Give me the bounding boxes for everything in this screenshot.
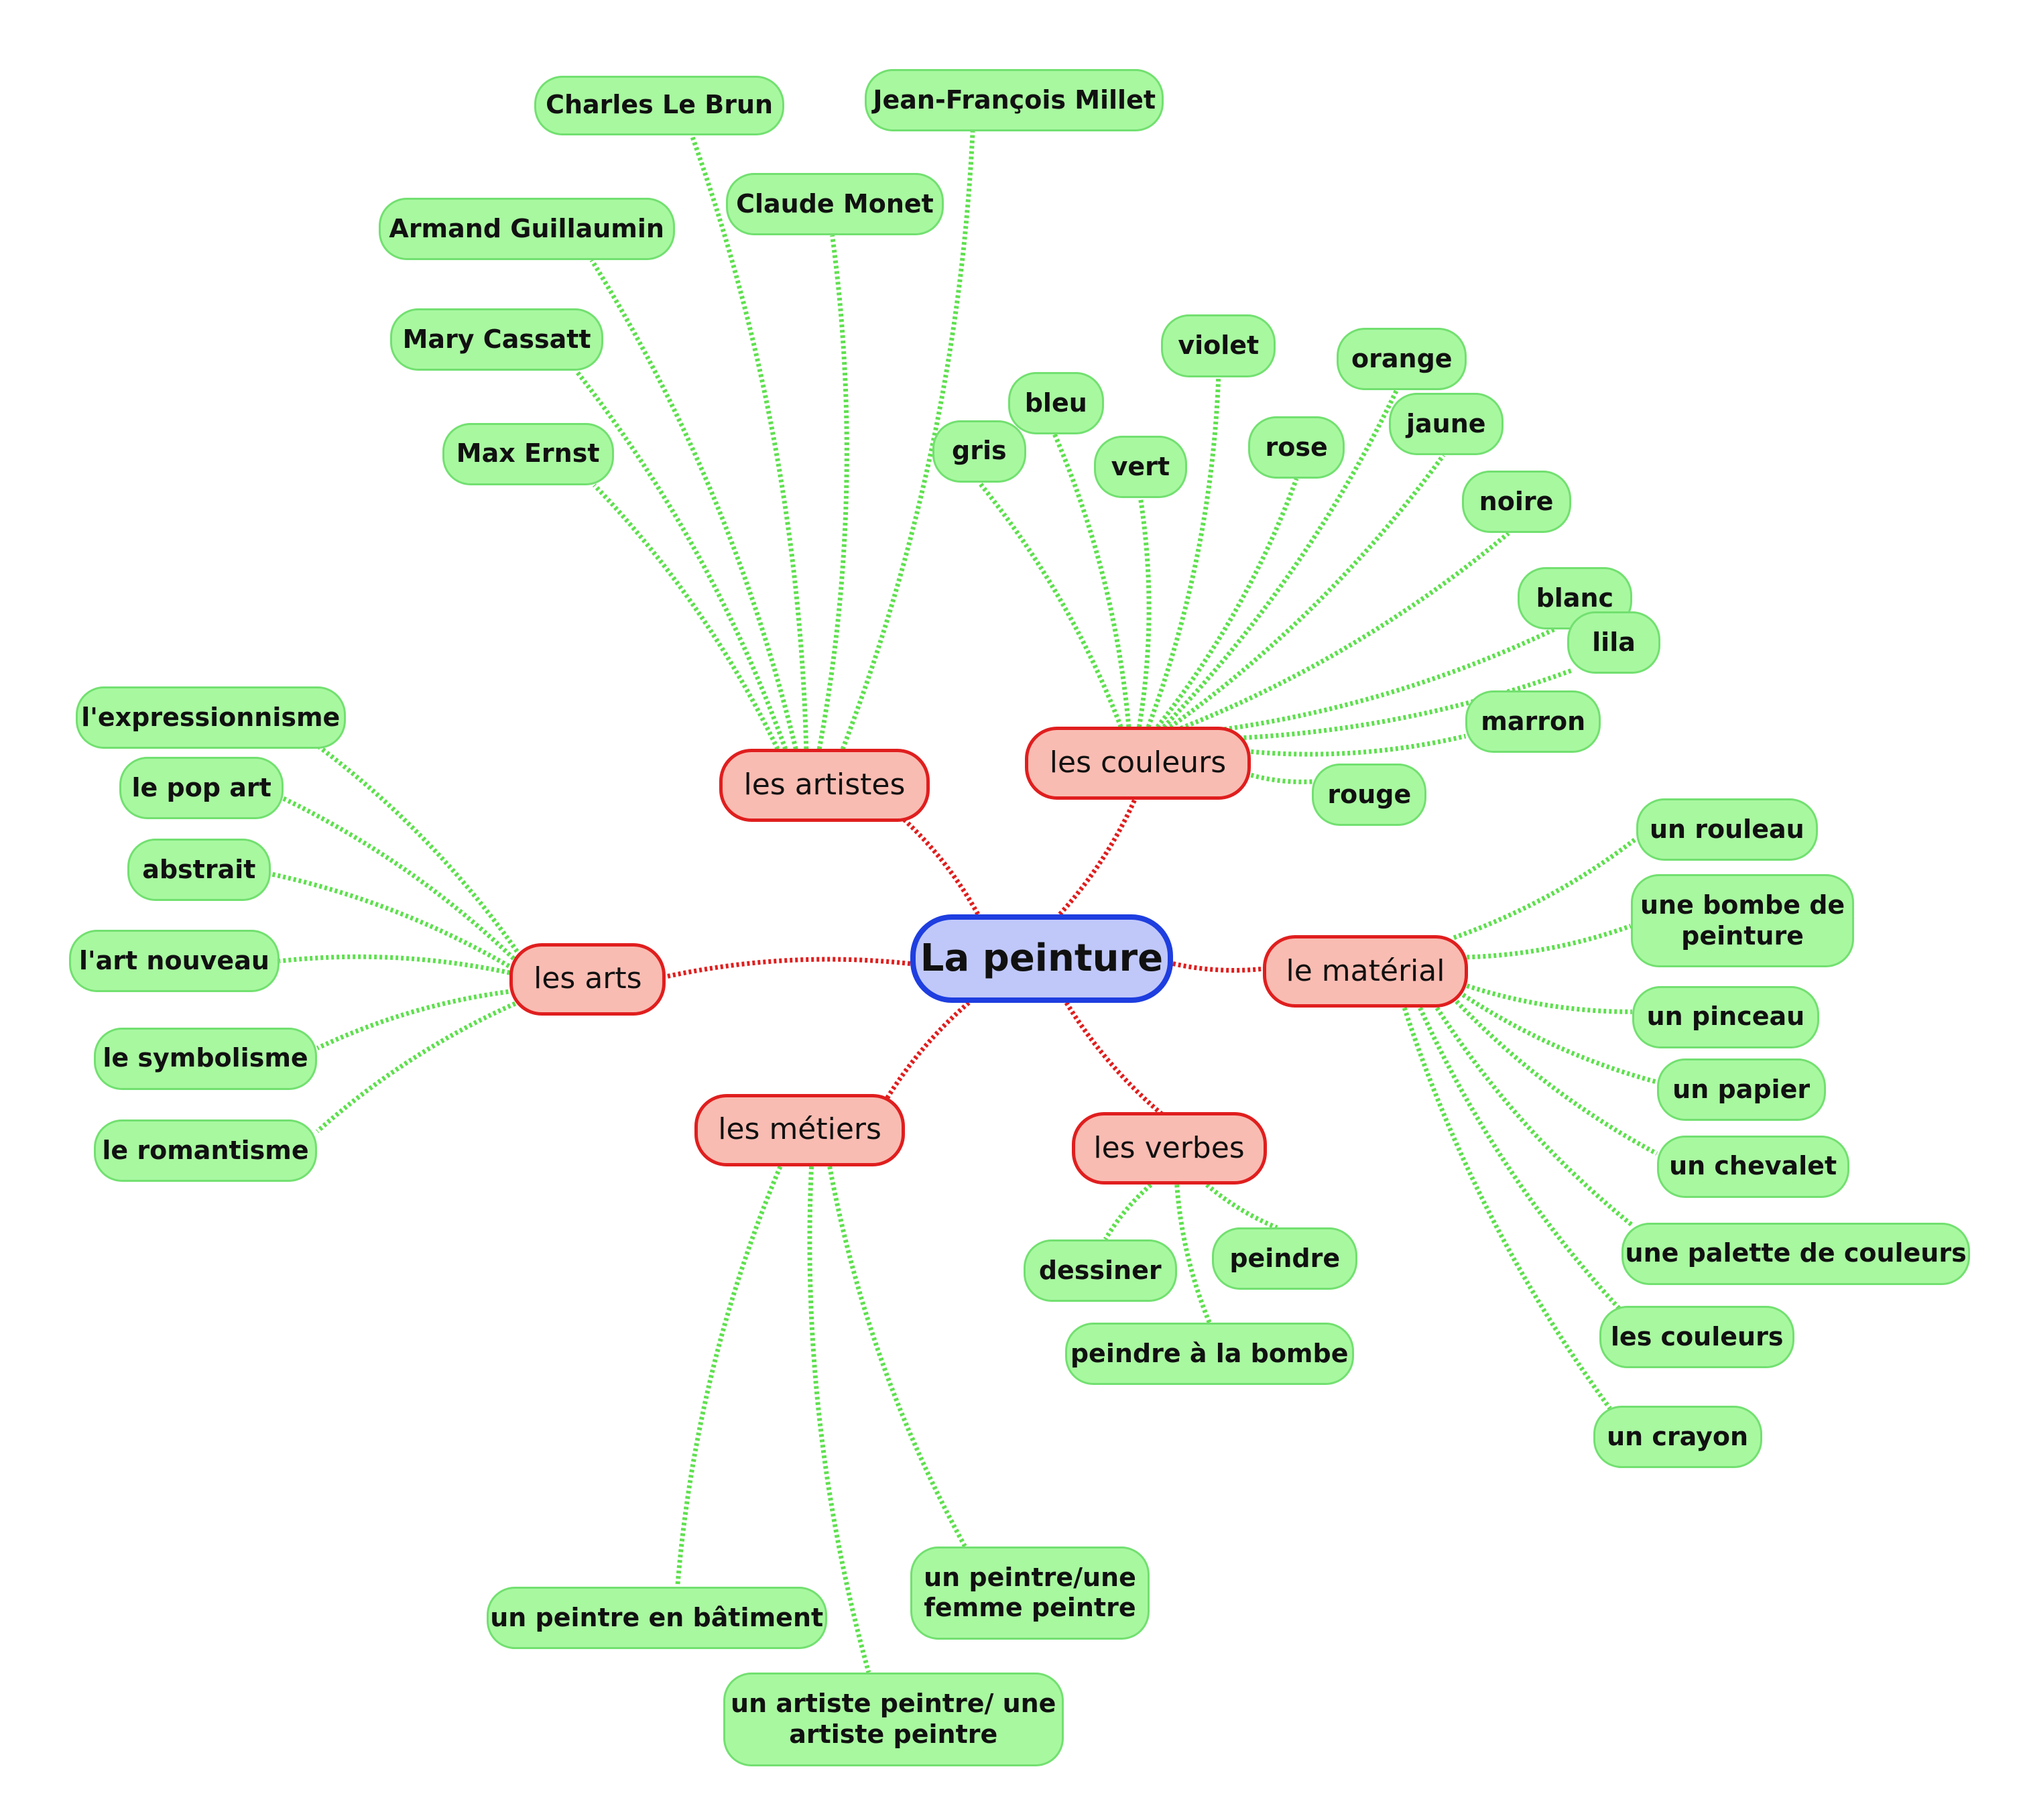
link-artistes-to-art-4 [574, 369, 788, 750]
link-couleurs-to-col-9 [1222, 667, 1575, 741]
leaf-un-crayon: un crayon [1593, 1406, 1762, 1469]
leaf-les-couleurs: les couleurs [1599, 1305, 1795, 1368]
link-couleurs-to-col-5 [1162, 389, 1399, 729]
link-root-to-couleurs [1058, 797, 1138, 916]
link-arts-to-arts-0 [317, 744, 522, 957]
link-couleurs-to-col-8 [1203, 627, 1555, 735]
link-couleurs-to-col-6 [1168, 453, 1446, 729]
link-couleurs-to-col-3 [1146, 377, 1221, 728]
leaf-symbolisme: le symbolisme [93, 1027, 318, 1090]
link-materiel-to-mat-5 [1434, 1006, 1634, 1227]
branch-les-couleurs: les couleurs [1024, 727, 1251, 800]
root-node: La peinture [910, 914, 1173, 1003]
link-artistes-to-art-0 [689, 134, 809, 749]
link-artistes-to-art-5 [593, 483, 780, 750]
link-couleurs-to-col-11 [1250, 772, 1312, 784]
link-couleurs-to-col-1 [1052, 433, 1131, 727]
leaf-claude-monet: Claude Monet [725, 173, 944, 236]
link-arts-to-arts-5 [316, 999, 522, 1134]
link-couleurs-to-col-10 [1250, 733, 1467, 757]
leaf-un-papier: un papier [1656, 1058, 1826, 1121]
link-arts-to-arts-1 [282, 796, 519, 965]
leaf-orange: orange [1337, 327, 1467, 390]
link-arts-to-arts-4 [316, 988, 514, 1050]
leaf-pop-art: le pop art [119, 757, 284, 820]
link-arts-to-arts-2 [269, 871, 515, 971]
leaf-art-nouveau: l'art nouveau [68, 930, 280, 993]
leaf-jean-francois-millet: Jean-François Millet [865, 68, 1164, 131]
link-root-to-metiers [882, 1001, 971, 1104]
leaf-lila: lila [1567, 611, 1661, 674]
link-artistes-to-art-3 [589, 259, 798, 750]
leaf-marron: marron [1465, 690, 1601, 753]
link-couleurs-to-col-7 [1180, 531, 1510, 731]
link-arts-to-arts-3 [279, 954, 511, 975]
link-materiel-to-mat-2 [1466, 983, 1632, 1014]
link-couleurs-to-col-4 [1155, 477, 1299, 729]
link-metiers-to-met-2 [827, 1166, 967, 1548]
link-root-to-arts [665, 957, 911, 979]
branch-le-materiel: le matérial [1262, 934, 1469, 1008]
link-materiel-to-mat-1 [1467, 923, 1632, 960]
leaf-rose: rose [1248, 416, 1345, 479]
leaf-un-rouleau: un rouleau [1636, 798, 1819, 861]
leaf-romantisme: le romantisme [93, 1119, 318, 1182]
link-couleurs-to-col-0 [977, 481, 1123, 728]
leaf-dessiner: dessiner [1023, 1239, 1177, 1302]
link-metiers-to-met-0 [675, 1165, 783, 1587]
leaf-abstrait: abstrait [127, 839, 271, 902]
leaf-armand-guillaumin: Armand Guillaumin [378, 197, 675, 260]
leaf-rouge: rouge [1312, 763, 1427, 826]
link-materiel-to-mat-3 [1461, 993, 1658, 1085]
leaf-max-ernst: Max Ernst [442, 422, 614, 485]
link-materiel-to-mat-7 [1402, 1007, 1612, 1410]
leaf-un-pinceau: un pinceau [1632, 985, 1820, 1048]
leaf-bleu: bleu [1007, 371, 1105, 434]
leaf-une-bombe-de-peinture: une bombe de peinture [1630, 873, 1855, 968]
link-verbes-to-verb-0 [1103, 1182, 1153, 1241]
link-artistes-to-art-2 [816, 235, 849, 750]
link-root-to-materiel [1172, 961, 1264, 973]
leaf-peintre-en-batiment: un peintre en bâtiment [486, 1586, 827, 1649]
leaf-une-palette-de-couleurs: une palette de couleurs [1621, 1222, 1971, 1285]
leaf-gris: gris [932, 420, 1026, 483]
link-root-to-artistes [902, 817, 980, 916]
leaf-artiste-peintre: un artiste peintre/ une artiste peintre [723, 1672, 1064, 1766]
leaf-peindre-a-la-bombe: peindre à la bombe [1064, 1322, 1354, 1386]
link-couleurs-to-col-2 [1136, 497, 1152, 728]
link-artistes-to-art-1 [840, 131, 975, 750]
link-verbes-to-verb-2 [1174, 1185, 1212, 1324]
leaf-charles-le-brun: Charles Le Brun [534, 75, 784, 135]
link-materiel-to-mat-6 [1418, 1007, 1621, 1311]
leaf-vert: vert [1093, 435, 1188, 498]
leaf-mary-cassatt: Mary Cassatt [390, 308, 604, 371]
link-materiel-to-mat-4 [1455, 999, 1658, 1156]
branch-les-metiers: les métiers [694, 1093, 906, 1167]
leaf-expressionnisme: l'expressionnisme [75, 686, 347, 749]
branch-les-verbes: les verbes [1071, 1111, 1267, 1185]
link-root-to-verbes [1064, 1001, 1166, 1118]
leaf-noire: noire [1461, 471, 1571, 534]
branch-les-arts: les arts [509, 943, 666, 1016]
link-verbes-to-verb-1 [1205, 1182, 1278, 1230]
branch-les-artistes: les artistes [719, 749, 930, 823]
leaf-jaune: jaune [1388, 392, 1504, 455]
leaf-peintre-femme-peintre: un peintre/une femme peintre [910, 1546, 1150, 1640]
leaf-peindre: peindre [1212, 1227, 1358, 1290]
link-materiel-to-mat-0 [1453, 837, 1638, 941]
leaf-violet: violet [1161, 314, 1276, 377]
leaf-un-chevalet: un chevalet [1656, 1135, 1849, 1198]
